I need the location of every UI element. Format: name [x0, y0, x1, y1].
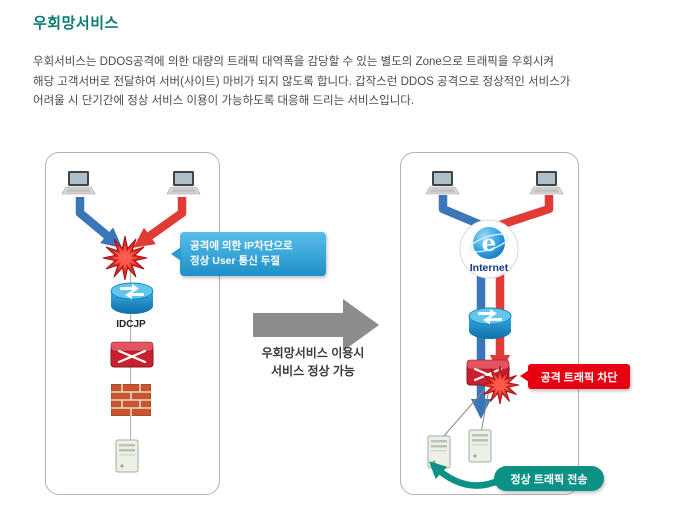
attack-burst-icon: [480, 365, 520, 410]
transition-caption: 우회망서비스 이용시 서비스 정상 가능: [240, 344, 386, 380]
laptop-icon: [425, 170, 461, 203]
attack-blocked-callout: 공격 트래픽 차단: [520, 364, 630, 389]
description-line: 우회서비스는 DDOS공격에 의한 대량의 트래픽 대역폭을 감당할 수 있는 …: [33, 56, 554, 68]
internet-logo: e Internet: [459, 219, 519, 284]
blocked-users-callout: 공격에 의한 IP차단으로 정상 User 통신 두절: [171, 232, 326, 276]
page-title: 우회망서비스: [33, 15, 119, 32]
internet-label: Internet: [470, 262, 509, 274]
callout-label: 공격 트래픽 차단: [540, 371, 618, 384]
server-icon: [426, 434, 454, 475]
callout-label: 정상 트래픽 전송: [510, 473, 588, 486]
normal-traffic-callout: 정상 트래픽 전송: [494, 466, 604, 491]
caption-line: 서비스 정상 가능: [271, 364, 355, 378]
firewall-icon: [110, 383, 152, 421]
laptop-icon: [529, 170, 565, 203]
before-panel: IDCJP: [45, 152, 220, 495]
laptop-icon: [61, 170, 97, 203]
server-icon: [114, 438, 142, 479]
internet-e-glyph: e: [482, 230, 497, 257]
service-description: 우회서비스는 DDOS공격에 의한 대량의 트래픽 대역폭을 감당할 수 있는 …: [33, 53, 570, 112]
description-line: 해당 고객서버로 전달하여 서버(사이트) 마비가 되지 않도록 합니다. 갑작…: [33, 75, 571, 88]
router-icon: [108, 279, 156, 324]
server-icon: [467, 428, 495, 469]
normal-traffic-delivery-arrow: [429, 461, 504, 489]
router-icon: [466, 304, 514, 349]
after-panel: e Internet: [400, 152, 579, 495]
laptop-icon: [166, 170, 202, 203]
callout-line: 정상 User 통신 두절: [190, 255, 281, 267]
switch-icon: [110, 341, 154, 374]
attack-burst-icon: [102, 235, 148, 286]
transition-arrow-icon: [253, 299, 379, 351]
description-line: 어려울 시 단기간에 정상 서비스 이용이 가능하도록 대응해 드리는 서비스입…: [33, 95, 415, 107]
callout-line: 공격에 의한 IP차단으로: [190, 240, 293, 252]
caption-line: 우회망서비스 이용시: [261, 346, 365, 360]
router-label: IDCJP: [116, 319, 146, 330]
